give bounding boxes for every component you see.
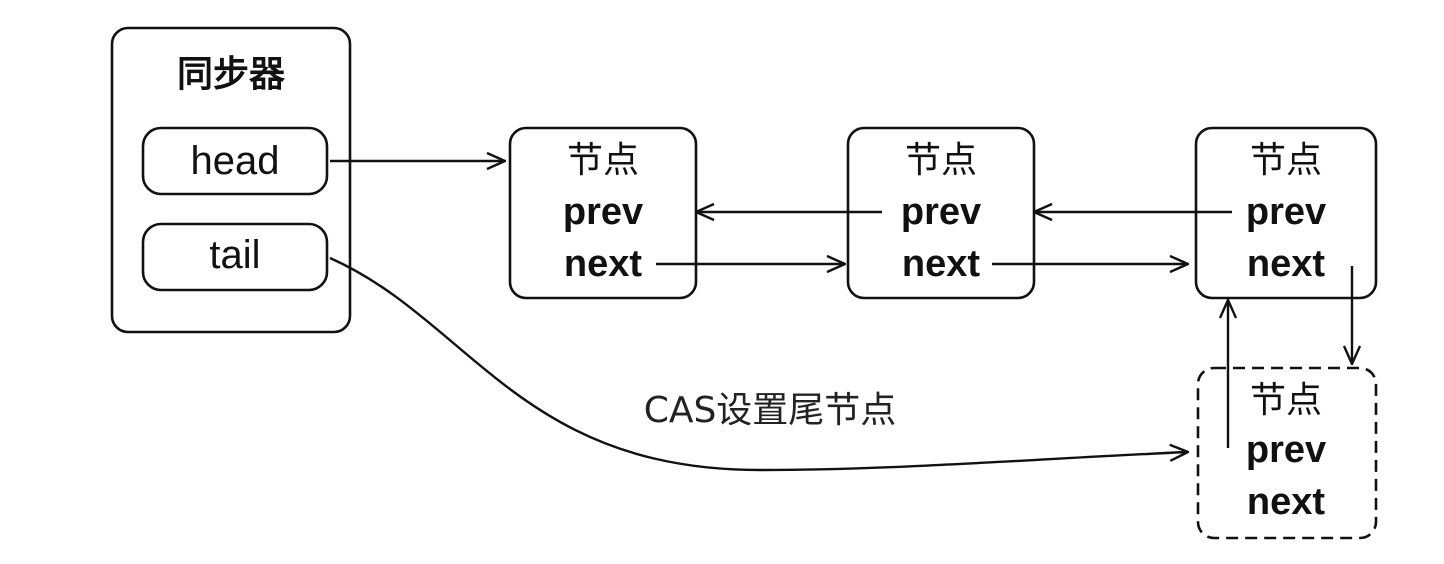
node-3-prev: prev	[1246, 191, 1326, 233]
cas-edge-label: CAS设置尾节点	[644, 390, 897, 431]
queue-node-1: 节点 prev next	[508, 126, 698, 300]
tail-pointer: tail	[141, 222, 329, 292]
queue-node-3: 节点 prev next	[1194, 126, 1378, 300]
new-node-next: next	[1247, 481, 1325, 523]
synchronizer-box: 同步器 head tail	[110, 26, 352, 334]
new-tail-node: 节点 prev next	[1196, 366, 1378, 540]
node-2-next: next	[902, 243, 980, 285]
node-3-title: 节点	[1250, 140, 1322, 181]
new-node-prev: prev	[1246, 429, 1326, 471]
node-2-title: 节点	[905, 140, 977, 181]
node-3-next: next	[1247, 243, 1325, 285]
node-1-prev: prev	[563, 191, 643, 233]
node-2-prev: prev	[901, 191, 981, 233]
node-1-title: 节点	[567, 140, 639, 181]
synchronizer-title: 同步器	[177, 54, 286, 95]
new-node-title: 节点	[1250, 380, 1322, 421]
tail-label: tail	[209, 233, 260, 277]
node-1-next: next	[564, 243, 642, 285]
head-label: head	[191, 139, 280, 183]
head-pointer: head	[141, 126, 329, 196]
tail-cas-arrow	[329, 256, 1188, 472]
